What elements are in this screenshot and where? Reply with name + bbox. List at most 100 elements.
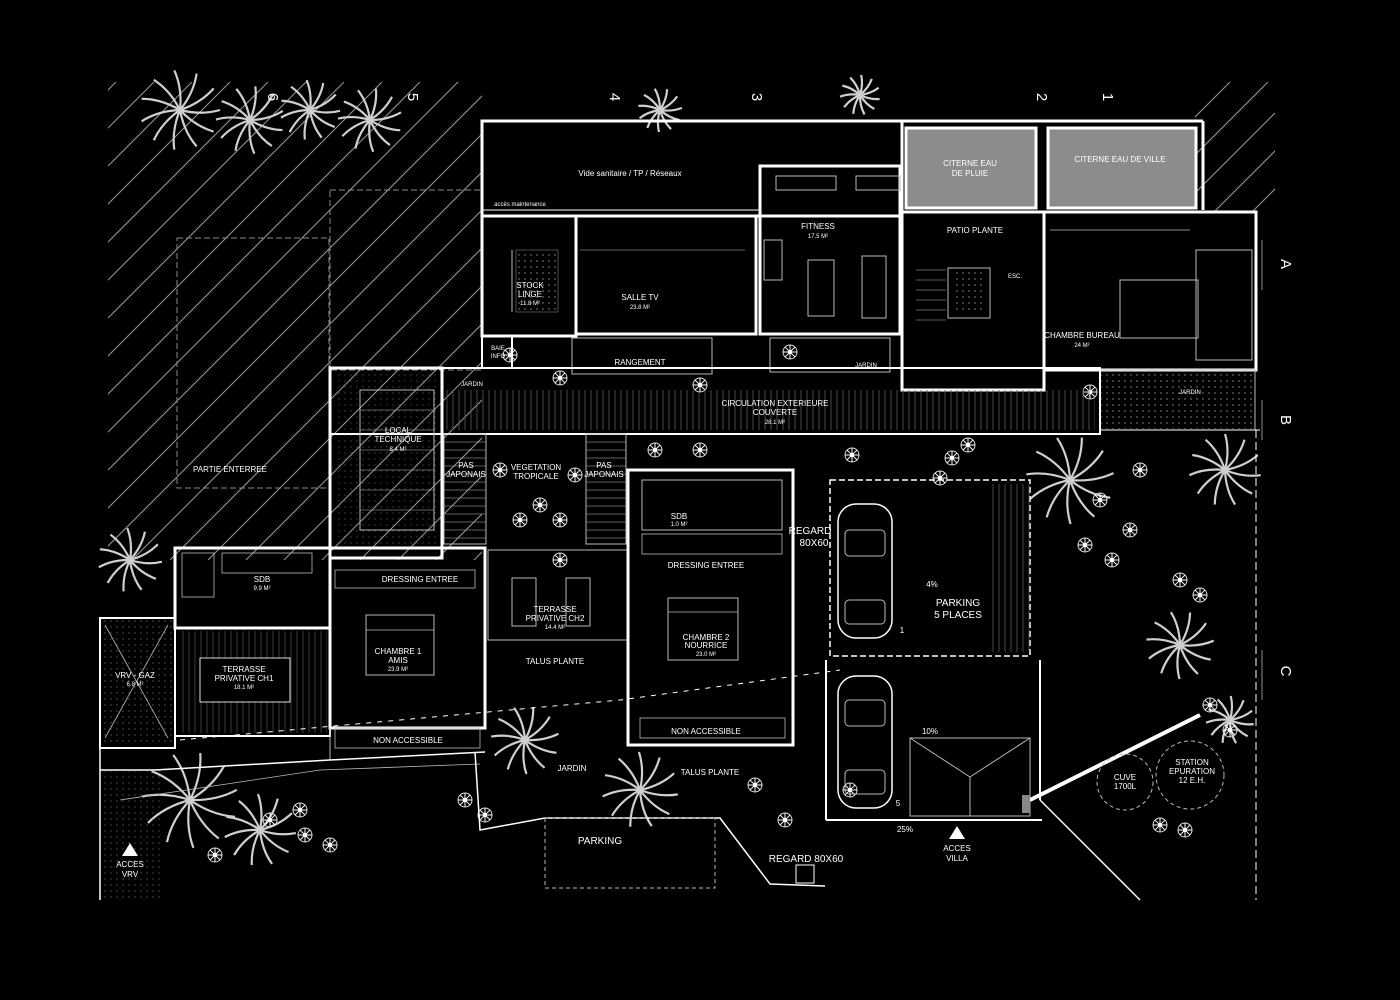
- shrub-icon: [782, 344, 798, 360]
- label-station-2: EPURATION: [1169, 767, 1215, 776]
- label-chambre-bureau-area: 24 M²: [1074, 343, 1089, 349]
- label-chambre1-area: 23.9 M²: [388, 667, 408, 673]
- car-1: [837, 503, 893, 639]
- grid-row-b: B: [1277, 415, 1294, 425]
- acces-vrv-icon: [122, 843, 138, 856]
- label-esc: ESC.: [1008, 274, 1022, 280]
- shrub-icon: [532, 497, 548, 513]
- label-dressing-1: DRESSING ENTREE: [382, 575, 458, 584]
- label-pas-japonais-2b: JAPONAIS: [584, 470, 624, 479]
- grid-row-a: A: [1277, 259, 1294, 269]
- label-talus-1: TALUS PLANTE: [526, 657, 585, 666]
- label-citerne-pluie-2: DE PLUIE: [952, 169, 988, 178]
- palm-tree-icon: [337, 88, 402, 153]
- shrub-icon: [292, 802, 308, 818]
- label-acces-villa: ACCES: [943, 844, 971, 853]
- shrub-icon: [777, 812, 793, 828]
- palm-tree-icon: [638, 88, 683, 133]
- label-acces-vrv-2: VRV: [122, 870, 139, 879]
- label-jardin-local: JARDIN: [461, 382, 483, 388]
- label-circulation-1: CIRCULATION EXTERIEURE: [722, 399, 829, 408]
- label-slope-4: 4%: [926, 580, 938, 589]
- shrub-icon: [692, 442, 708, 458]
- access-markers: [122, 826, 965, 856]
- palm-trees: [98, 69, 1261, 866]
- label-baie: BAIE: [491, 346, 505, 352]
- palm-tree-icon: [141, 753, 238, 849]
- label-terrasse-ch2: TERRASSE: [533, 605, 576, 614]
- grid-col-5: 5: [404, 93, 421, 101]
- shrub-icon: [1077, 537, 1093, 553]
- shrub-icon: [844, 447, 860, 463]
- label-terrasse-ch1: TERRASSE: [222, 665, 265, 674]
- palm-tree-icon: [1146, 611, 1215, 680]
- label-spot-1: 1: [900, 626, 905, 635]
- palm-tree-icon: [1026, 437, 1114, 525]
- label-patio: PATIO PLANTE: [947, 226, 1003, 235]
- shrubs: [207, 344, 1238, 863]
- palm-tree-icon: [1205, 695, 1254, 744]
- label-chambre2-sub: NOURRICE: [685, 641, 728, 650]
- palm-tree-icon: [839, 74, 880, 116]
- palm-tree-icon: [1188, 433, 1261, 506]
- shrub-icon: [262, 812, 278, 828]
- label-terrasse-ch2-area: 14.4 M²: [545, 625, 565, 631]
- label-parking-5b: 5 PLACES: [934, 610, 982, 621]
- label-dressing-2: DRESSING ENTREE: [668, 561, 744, 570]
- shrub-icon: [1172, 572, 1188, 588]
- shrub-icon: [1104, 552, 1120, 568]
- label-spot-5: 5: [896, 799, 901, 808]
- palm-tree-icon: [215, 86, 284, 155]
- shrub-icon: [322, 837, 338, 853]
- palm-tree-icon: [141, 69, 221, 150]
- label-regard-1b: 80X60: [800, 538, 829, 549]
- label-pas-japonais-1b: JAPONAIS: [446, 470, 486, 479]
- label-stock-2: LINGE: [518, 290, 542, 299]
- acces-villa-icon: [949, 826, 965, 839]
- shrub-icon: [552, 512, 568, 528]
- label-vegetation-1: VEGETATION: [511, 463, 562, 472]
- label-vegetation-2: TROPICALE: [513, 472, 558, 481]
- label-local-tech-area: 8.4 M²: [389, 447, 406, 453]
- label-vide-sanitaire: Vide sanitaire / TP / Réseaux: [578, 169, 681, 178]
- grid-row-c: C: [1277, 666, 1294, 677]
- label-chambre1: CHAMBRE 1: [375, 647, 422, 656]
- palm-tree-icon: [602, 751, 678, 827]
- label-sdb-2-area: 1.0 M²: [670, 522, 687, 528]
- shrub-icon: [457, 792, 473, 808]
- shrub-icon: [492, 462, 508, 478]
- label-jardin-top: JARDIN: [855, 363, 877, 369]
- label-fitness-area: 17.5 M²: [808, 234, 828, 240]
- shrub-icon: [552, 552, 568, 568]
- shrub-icon: [692, 377, 708, 393]
- label-citerne-ville: CITERNE EAU DE VILLE: [1074, 155, 1165, 164]
- shrub-icon: [297, 827, 313, 843]
- label-terrasse-ch1-area: 18.1 M²: [234, 685, 254, 691]
- shrub-icon: [567, 467, 583, 483]
- label-partie-enterree: PARTIE ENTERREE: [193, 465, 267, 474]
- label-regard-2: REGARD 80X60: [769, 854, 844, 865]
- car-2: [837, 675, 893, 809]
- label-cuve: CUVE: [1114, 773, 1136, 782]
- label-station-3: 12 E.H.: [1179, 776, 1206, 785]
- label-rangement: RANGEMENT: [614, 358, 665, 367]
- label-local-tech-1: LOCAL: [385, 426, 412, 435]
- grid-col-2: 2: [1033, 93, 1050, 101]
- label-pas-japonais-2a: PAS: [596, 461, 611, 470]
- label-stock: STOCK: [516, 281, 544, 290]
- shrub-icon: [1152, 817, 1168, 833]
- label-acces-vrv: ACCES: [116, 860, 144, 869]
- label-non-accessible-2: NON ACCESSIBLE: [671, 727, 741, 736]
- label-jardin-right: JARDIN: [1179, 390, 1201, 396]
- shrub-icon: [1177, 822, 1193, 838]
- palm-tree-icon: [280, 79, 341, 140]
- label-parking-5: PARKING: [936, 598, 980, 609]
- grid-col-4: 4: [606, 93, 623, 101]
- label-station-1: STATION: [1175, 758, 1209, 767]
- label-salle-tv: SALLE TV: [621, 293, 659, 302]
- label-fitness: FITNESS: [801, 222, 835, 231]
- label-terrasse-ch1-sub: PRIVATIVE CH1: [215, 674, 274, 683]
- shrub-icon: [1122, 522, 1138, 538]
- label-pas-japonais-1a: PAS: [458, 461, 473, 470]
